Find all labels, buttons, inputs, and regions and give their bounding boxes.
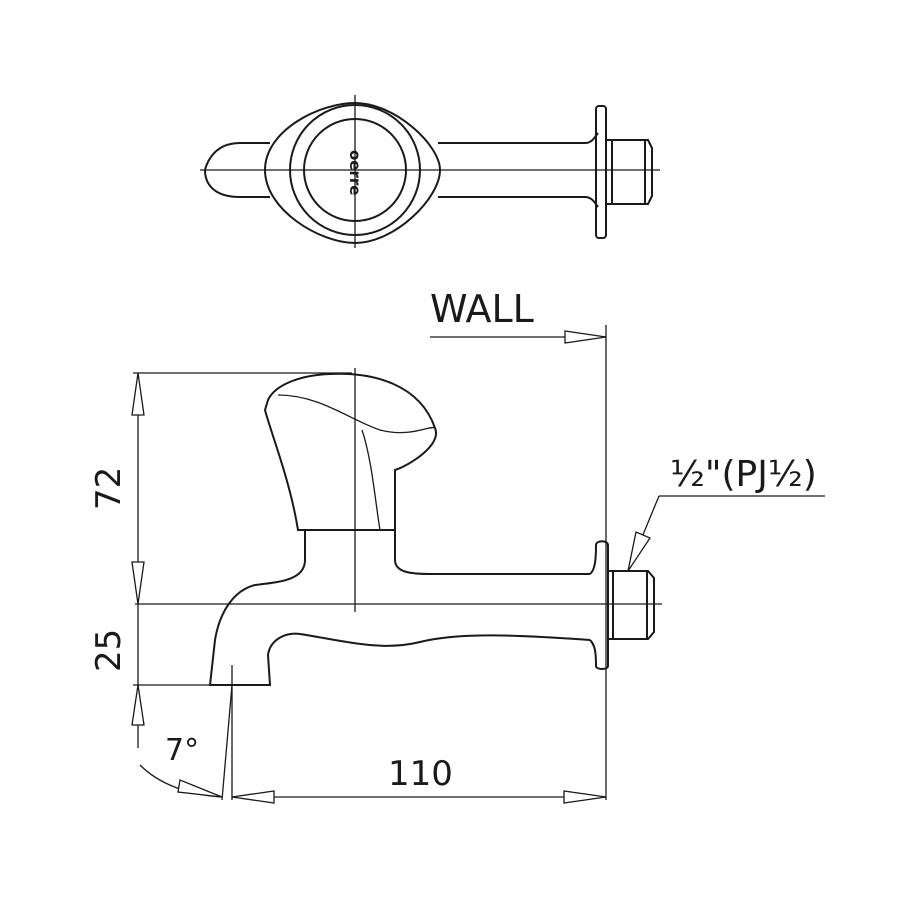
wall-arrow [564,330,607,344]
angle-annotation: 7° [139,684,233,801]
top-nut [606,139,653,205]
spout-drop-dimension-label: 25 [89,629,129,672]
angle-label: 7° [165,733,199,768]
thread-arrow [627,531,651,572]
height-dimension-label: 72 [89,467,129,510]
projection-dimension-label: 110 [388,754,453,794]
thread-annotation: ½"(PJ½) [627,454,825,572]
top-flange [595,105,607,239]
top-stem [438,132,599,208]
flange [589,540,609,670]
spout-drop-dimension: 25 [89,604,215,748]
height-dimension: 72 [89,372,352,605]
wall-label: WALL [430,287,534,331]
handle [263,372,437,531]
wall-annotation: WALL [430,287,607,800]
side-view [135,368,662,686]
thread-size-label: ½"(PJ½) [670,454,817,495]
nut [608,570,655,640]
projection-dimension: 110 [231,665,607,804]
top-view: oerre [200,95,660,248]
neck-and-body [208,530,591,686]
handle-facet [277,394,436,531]
